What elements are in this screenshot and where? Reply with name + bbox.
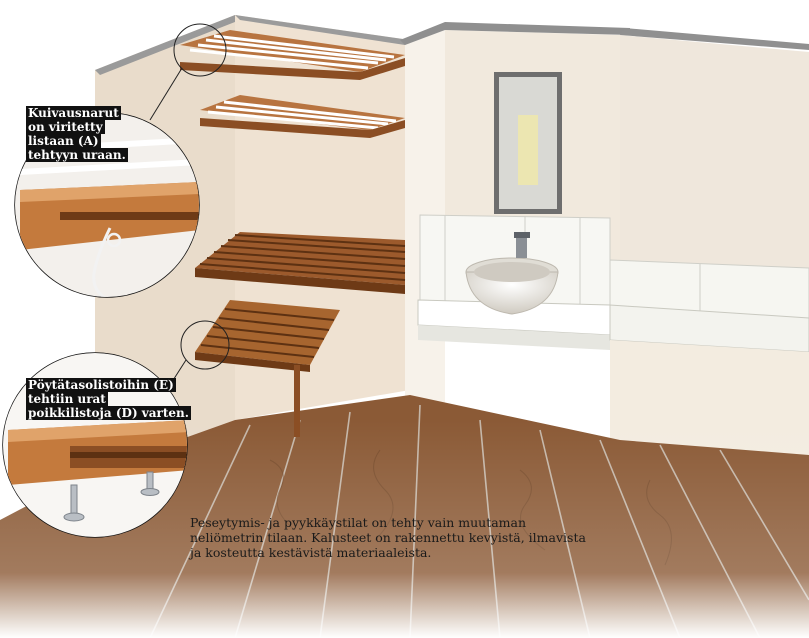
caption: Peseytymis- ja pyykkäystilat on tehty va… xyxy=(190,515,586,560)
wood-floor xyxy=(0,395,809,638)
callout-a-line-2: on viritetty xyxy=(26,120,105,134)
top-wall-edge xyxy=(235,15,410,45)
callout-e-line-1: Pöytätasolistoihin (E) xyxy=(26,378,176,392)
folding-table xyxy=(195,300,340,437)
callout-a-line-4: tehtyyn uraan. xyxy=(26,148,128,162)
basin xyxy=(465,257,559,315)
callout-a-label: Kuivausnarut on viritetty listaan (A) te… xyxy=(26,106,136,162)
callout-connectors xyxy=(149,23,230,386)
slatted-bench xyxy=(195,232,406,294)
callout-e-line-2: tehtiin urat xyxy=(26,392,108,406)
drying-rack-upper xyxy=(180,30,405,80)
faucet xyxy=(514,232,530,258)
callout-e-line-3: poikkilistoja (D) varten. xyxy=(26,406,191,420)
callout-a-line-1: Kuivausnarut xyxy=(26,106,121,120)
callout-a-line-3: listaan (A) xyxy=(26,134,101,148)
callout-e-label: Pöytätasolistoihin (E) tehtiin urat poik… xyxy=(26,378,196,420)
mirror xyxy=(494,72,562,214)
drying-rack-lower xyxy=(200,95,405,138)
